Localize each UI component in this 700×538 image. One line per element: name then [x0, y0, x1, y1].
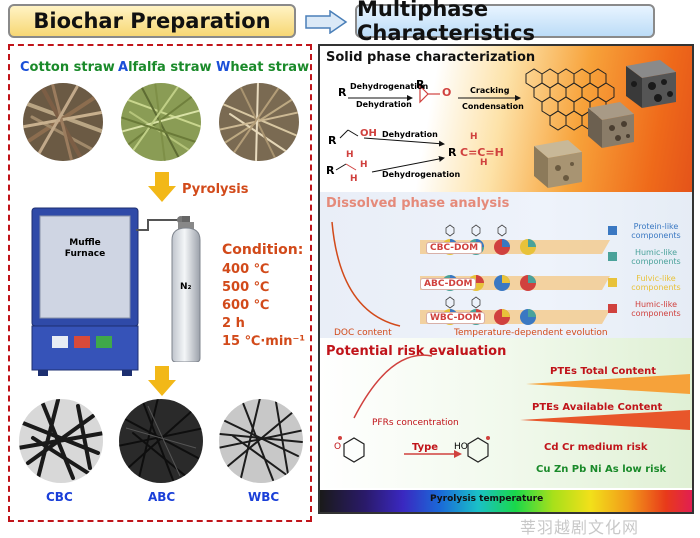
cotton-straw-image	[23, 83, 103, 161]
porous-cube-medium-icon	[588, 102, 634, 148]
legend-swatch-humic-1	[608, 252, 617, 261]
legend-swatch-humic-2	[608, 304, 617, 313]
condition-duration: 2 h	[222, 316, 245, 331]
risk-evaluation-section	[320, 338, 692, 488]
ptes-available-label: PTEs Available Content	[532, 402, 663, 413]
hydrogen-atom-4: H	[470, 132, 478, 142]
legend-swatch-protein	[608, 226, 617, 235]
cbc-dom-label: CBC-DOM	[426, 242, 483, 254]
watermark: 莘羽越剧文化网	[520, 518, 640, 537]
graphene-structure-icon	[525, 68, 615, 131]
risk-evaluation-diagram	[338, 354, 690, 463]
oxygen-atom: O	[442, 86, 452, 99]
r-group-4: R	[326, 164, 335, 177]
wbc-dom-label: WBC-DOM	[426, 312, 486, 324]
abc-biochar-image	[119, 399, 203, 483]
cracking-label: Cracking	[470, 86, 510, 95]
dehydration-mid-label: Dehydration	[382, 130, 438, 139]
abc-label: ABC	[148, 490, 176, 504]
hydrogen-atom-3: H	[350, 174, 358, 184]
straw-label-wheat: Wheat straw	[216, 60, 310, 75]
hydroxyl-phenol-label: HO	[454, 442, 468, 452]
dissolved-phase-title: Dissolved phase analysis	[326, 196, 510, 211]
condition-temp-600: 600 ℃	[222, 298, 270, 313]
pyrolysis-label: Pyrolysis	[182, 182, 249, 197]
condition-temp-500: 500 ℃	[222, 280, 270, 295]
temperature-evolution-label: Temperature-dependent evolution	[454, 328, 608, 338]
condensation-label: Condensation	[462, 102, 524, 111]
solid-phase-title: Solid phase characterization	[326, 50, 536, 65]
pyrolysis-down-arrow-icon	[148, 172, 176, 202]
r-group-2: R	[416, 78, 425, 91]
condition-temp-400: 400 ℃	[222, 262, 270, 277]
wbc-label: WBC	[248, 490, 280, 504]
legend-swatch-fulvic	[608, 278, 617, 287]
biochar-preparation-title: Biochar Preparation	[8, 4, 296, 38]
down-arrow-icon	[148, 366, 176, 396]
porous-cube-large-icon	[626, 60, 676, 108]
r-group-5: R	[448, 146, 457, 159]
medium-risk-label: Cd Cr medium risk	[544, 442, 648, 453]
multiphase-characteristics-panel: Solid phase characterization Dehydrogena…	[318, 44, 694, 514]
wheat-straw-image	[219, 83, 299, 161]
pyrolysis-temperature-bar	[320, 490, 692, 512]
condition-heating-rate: 15 ℃·min⁻¹	[222, 334, 306, 349]
hydroxyl-group: OH	[360, 128, 377, 139]
right-arrow-icon	[305, 10, 348, 34]
dehydrogenation-bottom-label: Dehydrogenation	[382, 170, 461, 179]
doc-content-label: DOC content	[334, 328, 392, 338]
type-label: Type	[412, 442, 439, 453]
cbc-biochar-image	[19, 399, 103, 483]
r-group-1: R	[338, 86, 347, 99]
hydrogen-atom-5: H	[480, 158, 488, 168]
dehydrogenation-top-label: Dehydrogenation	[350, 82, 429, 91]
hydrogen-atom-1: H	[346, 150, 354, 160]
muffle-furnace-icon	[31, 207, 139, 376]
oxygen-radical-label: O	[334, 442, 342, 452]
porous-cube-small-icon	[534, 140, 582, 188]
multiphase-characteristics-title: Multiphase Characteristics	[355, 0, 655, 45]
alkene-chain: C=C=H	[460, 146, 504, 159]
risk-evaluation-title: Potential risk evaluation	[326, 344, 507, 359]
wbc-biochar-image	[219, 399, 303, 483]
condition-title: Condition:	[222, 242, 304, 258]
biochar-preparation-panel: Cotton straw Alfalfa straw Wheat straw	[8, 44, 312, 522]
low-risk-label: Cu Zn Pb Ni As low risk	[536, 464, 667, 475]
nitrogen-cylinder-icon	[171, 216, 201, 362]
abc-dom-label: ABC-DOM	[420, 278, 477, 290]
straw-label-alfalfa: Alfalfa straw	[118, 60, 212, 75]
dehydration-top-label: Dehydration	[356, 100, 412, 109]
hydrogen-atom-2: H	[360, 160, 368, 170]
nitrogen-label: N₂	[180, 282, 192, 292]
r-group-3: R	[328, 134, 337, 147]
alfalfa-straw-image	[121, 83, 201, 161]
solid-phase-reaction-diagram	[335, 84, 521, 173]
ptes-total-label: PTEs Total Content	[550, 366, 657, 377]
furnace-label: Muffle Furnace	[64, 238, 106, 259]
cbc-label: CBC	[46, 490, 73, 504]
straw-label-cotton: Cotton straw	[20, 60, 115, 75]
pyrolysis-temperature-label: Pyrolysis temperature	[430, 494, 544, 504]
pfrs-concentration-label: PFRs concentration	[372, 418, 459, 428]
